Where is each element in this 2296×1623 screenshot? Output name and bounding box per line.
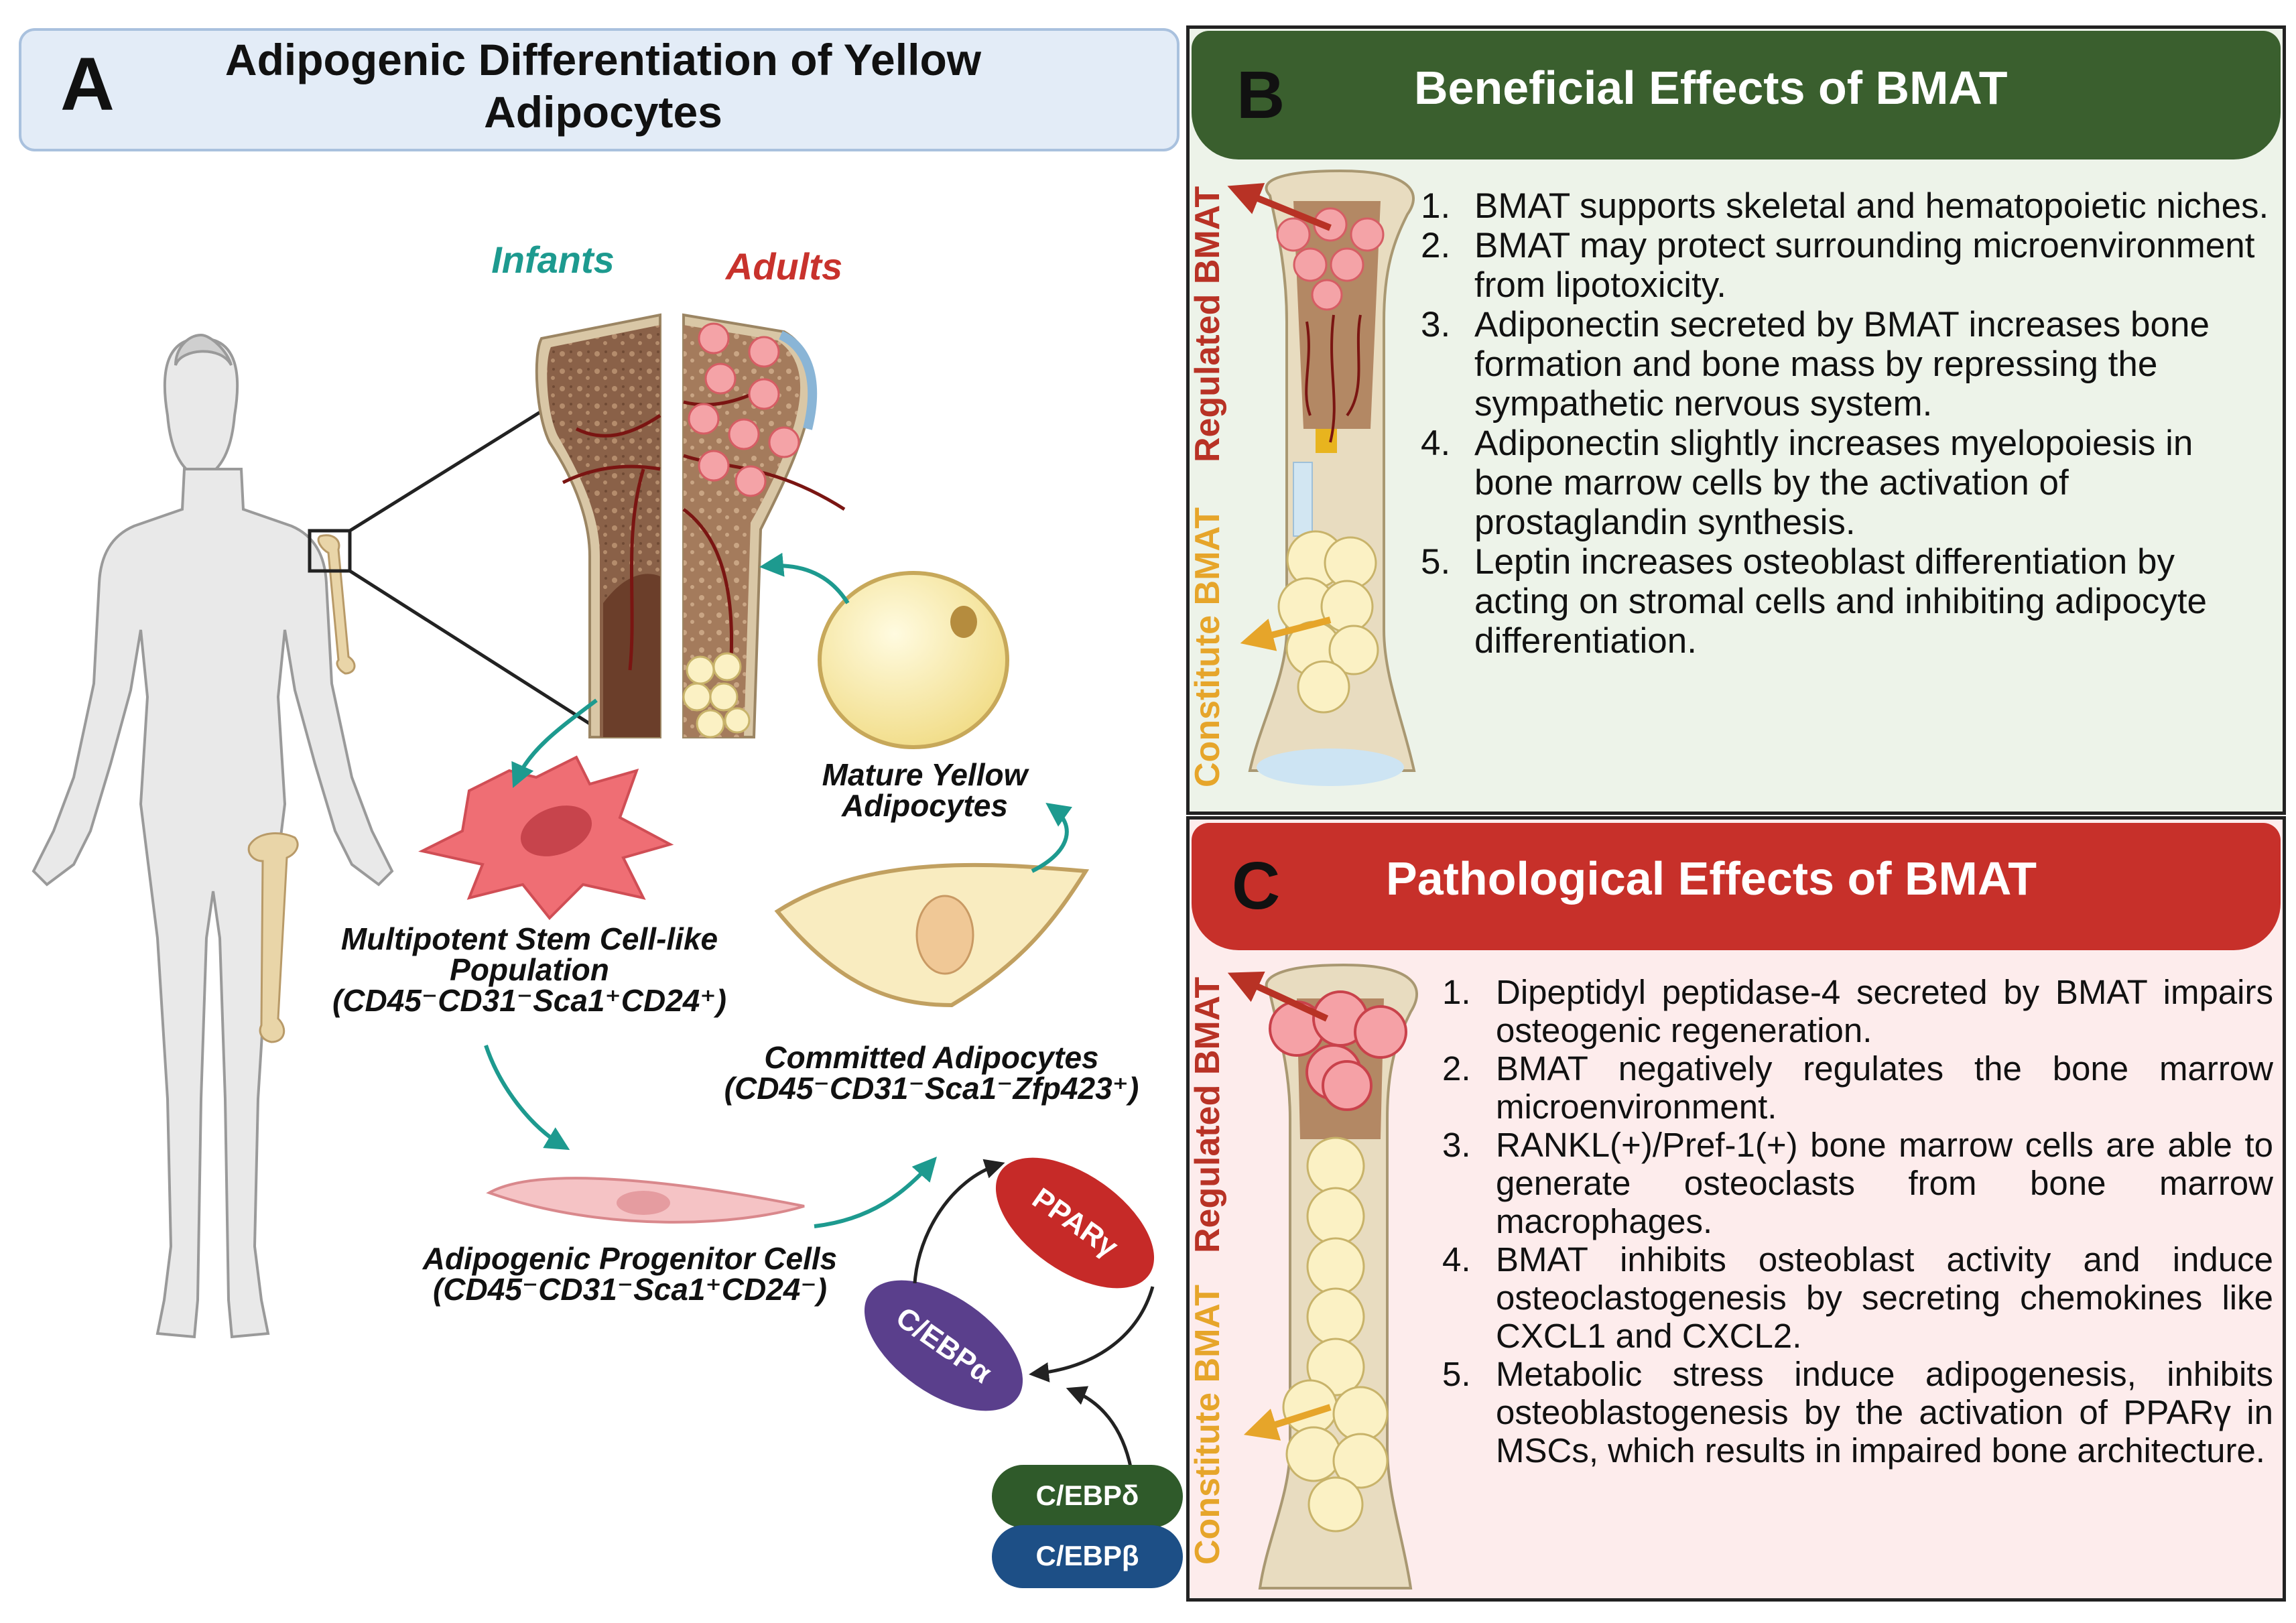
item-number: 1.: [1442, 973, 1471, 1011]
multipotent-markers: (CD45⁻CD31⁻Sca1⁺CD24⁺): [332, 983, 726, 1018]
item-number: 3.: [1442, 1126, 1471, 1164]
item-number: 5.: [1421, 542, 1451, 582]
pparg-oval: [995, 1157, 1155, 1289]
progenitor-line1: Adipogenic Progenitor Cells: [422, 1241, 838, 1276]
item-text: Adiponectin slightly increases myelopoie…: [1474, 424, 2193, 542]
item-text: BMAT supports skeletal and hematopoietic…: [1474, 186, 2269, 226]
multipotent-line1: Multipotent Stem Cell-like: [340, 921, 718, 956]
list-item: 5. Leptin increases osteoblast differenti…: [1421, 542, 2272, 661]
cebpd-label: C/EBPδ: [1035, 1480, 1139, 1511]
mature-adipocyte: [818, 571, 1009, 749]
panel-a-header: [19, 28, 1179, 151]
zoom-box: [308, 529, 352, 573]
item-text: RANKL(+)/Pref-1(+) bone marrow cells are…: [1496, 1126, 2273, 1240]
panel-a-title-line1: Adipogenic Differentiation of Yellow: [225, 35, 982, 84]
cebpd-box: [992, 1465, 1183, 1528]
committed-line1: Committed Adipocytes: [764, 1040, 1099, 1075]
panel-b-list: 1. BMAT supports skeletal and hematopoiet…: [1421, 186, 2272, 661]
panel-a-letter: A: [60, 42, 115, 126]
mature-line1: Mature Yellow: [822, 757, 1028, 792]
panel-b-header: [1192, 31, 2281, 159]
cebpb-box: [992, 1525, 1183, 1588]
panel-c-header: [1192, 823, 2281, 950]
list-item: 1. Dipeptidyl peptidase-4 secreted by BMA…: [1442, 973, 2273, 1049]
progenitor-label: Adipogenic Progenitor Cells (CD45⁻CD31⁻S…: [389, 1243, 871, 1305]
panel-c-constitute-label: Constitute BMAT: [1188, 1285, 1227, 1565]
femur-bone: [247, 832, 299, 1043]
item-number: 1.: [1421, 186, 1451, 226]
human-silhouette: [31, 333, 394, 1339]
item-number: 2.: [1421, 226, 1451, 265]
progenitor-markers: (CD45⁻CD31⁻Sca1⁺CD24⁻): [432, 1272, 827, 1307]
mature-adipocytes-label: Mature Yellow Adipocytes: [784, 759, 1066, 821]
infants-label: Infants: [491, 239, 615, 281]
list-item: 5. Metabolic stress induce adipogenesis, …: [1442, 1355, 2273, 1470]
item-text: Leptin increases osteoblast differentiat…: [1474, 542, 2208, 661]
list-item: 4. BMAT inhibits osteoblast activity and …: [1442, 1240, 2273, 1355]
humerus-bone: [317, 534, 356, 675]
committed-markers: (CD45⁻CD31⁻Sca1⁻Zfp423⁺): [724, 1071, 1139, 1106]
panel-b-regulated-label: Regulated BMAT: [1188, 186, 1227, 462]
item-text: Metabolic stress induce adipogenesis, in…: [1496, 1355, 2273, 1470]
committed-adipocytes-label: Committed Adipocytes (CD45⁻CD31⁻Sca1⁻Zfp…: [704, 1042, 1159, 1104]
cebpa-oval: [864, 1280, 1023, 1411]
panel-c-regulated-label: Regulated BMAT: [1188, 976, 1227, 1253]
item-text: Adiponectin secreted by BMAT increases b…: [1474, 305, 2210, 424]
panel-c-bone: [1227, 963, 1418, 1589]
item-text: Dipeptidyl peptidase-4 secreted by BMAT …: [1496, 973, 2273, 1049]
list-item: 2. BMAT negatively regulates the bone mar…: [1442, 1049, 2273, 1126]
item-text: BMAT negatively regulates the bone marro…: [1496, 1049, 2273, 1126]
adults-label: Adults: [725, 245, 843, 287]
list-item: 3. Adiponectin secreted by BMAT increases…: [1421, 305, 2272, 424]
list-item: 3. RANKL(+)/Pref-1(+) bone marrow cells a…: [1442, 1126, 2273, 1240]
panel-b-bone: [1227, 169, 1416, 786]
item-number: 2.: [1442, 1049, 1471, 1088]
panel-c-title: Pathological Effects of BMAT: [1386, 852, 2037, 905]
multipotent-label: Multipotent Stem Cell-like Population (C…: [295, 923, 764, 1016]
panel-b-letter: B: [1236, 58, 1285, 133]
panel-c-letter: C: [1232, 848, 1281, 923]
list-item: 2. BMAT may protect surrounding microenvi…: [1421, 226, 2272, 305]
item-text: BMAT may protect surrounding microenviro…: [1474, 226, 2255, 305]
panel-a-title: Adipogenic Differentiation of Yellow Adi…: [161, 34, 1045, 138]
cebpb-label: C/EBPβ: [1035, 1540, 1139, 1571]
item-number: 4.: [1421, 424, 1451, 463]
multipotent-line2: Population: [450, 952, 609, 987]
panel-b-title: Beneficial Effects of BMAT: [1414, 62, 2008, 114]
list-item: 4. Adiponectin slightly increases myelopo…: [1421, 424, 2272, 542]
item-number: 3.: [1421, 305, 1451, 344]
item-number: 4.: [1442, 1240, 1471, 1279]
item-text: BMAT inhibits osteoblast activity and in…: [1496, 1240, 2273, 1355]
list-item: 1. BMAT supports skeletal and hematopoiet…: [1421, 186, 2272, 226]
panel-c-list: 1. Dipeptidyl peptidase-4 secreted by BMA…: [1442, 973, 2273, 1470]
panel-b-constitute-label: Constitute BMAT: [1188, 507, 1227, 787]
mature-line2: Adipocytes: [842, 788, 1008, 823]
item-number: 5.: [1442, 1355, 1471, 1393]
panel-a-title-line2: Adipocytes: [484, 87, 722, 137]
bone-cross-section: [535, 305, 846, 747]
